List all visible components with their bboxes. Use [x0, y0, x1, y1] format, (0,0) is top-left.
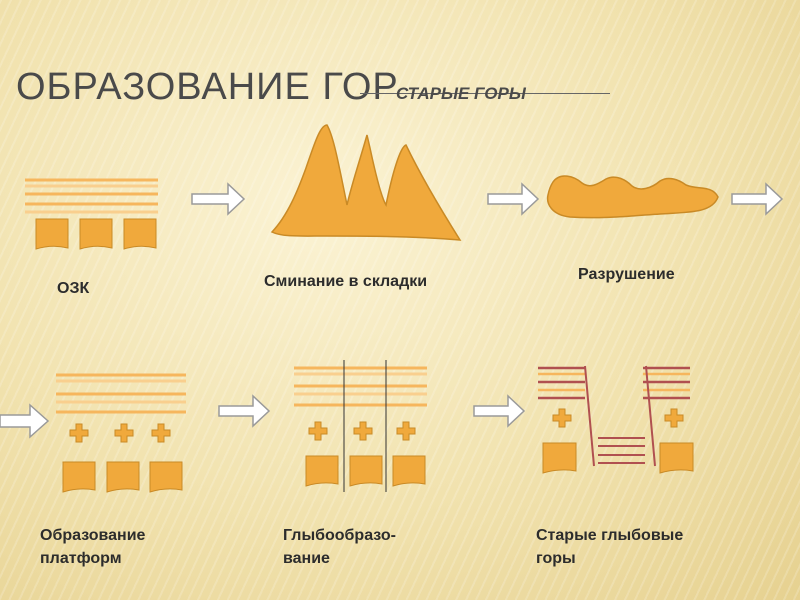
old-blocks — [542, 442, 694, 474]
left-horst-layers — [538, 366, 585, 400]
block-formation-stage — [294, 360, 427, 492]
label-block-formation: Глыбообразо- вание — [283, 524, 396, 570]
folded-mountains — [270, 124, 462, 241]
arrow-icon — [0, 403, 50, 439]
title-underline — [360, 93, 610, 94]
arrow-icon — [191, 182, 246, 216]
label-line: Глыбообразо- — [283, 527, 396, 544]
fault-lines — [343, 360, 387, 492]
ozk-stage — [25, 178, 158, 250]
label-folding: Сминание в складки — [264, 273, 428, 290]
label-line: платформ — [40, 550, 122, 567]
graben-layers — [598, 437, 645, 464]
old-block-mountains-stage — [538, 365, 694, 474]
label-line: Старые глыбовые — [536, 527, 684, 544]
platform-stage — [56, 373, 186, 493]
eroded-mountain — [546, 175, 719, 219]
label-old-block-mountains: Старые глыбовые горы — [536, 524, 683, 570]
block-blocks — [305, 455, 426, 487]
fault-lines — [584, 365, 656, 467]
slide-subtitle: СТАРЫЕ ГОРЫ — [396, 84, 526, 103]
ozk-blocks — [35, 218, 157, 250]
label-line: вание — [283, 550, 330, 567]
label-ozk: ОЗК — [57, 280, 90, 297]
right-horst-layers — [643, 366, 690, 400]
platform-layers — [56, 373, 186, 414]
plus-icon — [69, 423, 171, 443]
arrow-icon — [731, 182, 784, 216]
plus-icon — [308, 421, 416, 441]
label-platform-formation: Образование платформ — [40, 524, 145, 570]
arrow-icon — [218, 394, 271, 428]
platform-blocks — [62, 461, 183, 493]
label-line: горы — [536, 550, 576, 567]
plus-icon — [552, 408, 684, 428]
block-layers — [294, 366, 427, 407]
arrow-icon — [487, 182, 540, 216]
ozk-layers — [25, 178, 158, 214]
slide-title: ОБРАЗОВАНИЕ ГОР — [16, 66, 399, 108]
arrow-icon — [473, 394, 526, 428]
label-destruction: Разрушение — [578, 266, 675, 283]
label-line: Образование — [40, 527, 146, 544]
